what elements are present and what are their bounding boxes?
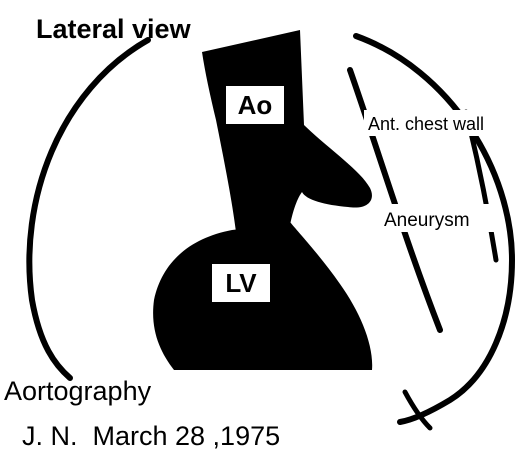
left-ventricle-label: LV xyxy=(225,268,257,298)
patient-date-caption: J. N. March 28 ,1975 xyxy=(22,421,280,451)
aorta-label: Ao xyxy=(238,90,273,120)
view-title: Lateral view xyxy=(36,14,192,44)
chest-outline-left xyxy=(29,40,148,378)
aneurysm-label: Aneurysm xyxy=(384,210,470,231)
aorta-shape xyxy=(202,30,372,232)
anterior-chest-wall-label: Ant. chest wall xyxy=(368,114,484,134)
procedure-caption: Aortography xyxy=(4,376,152,406)
